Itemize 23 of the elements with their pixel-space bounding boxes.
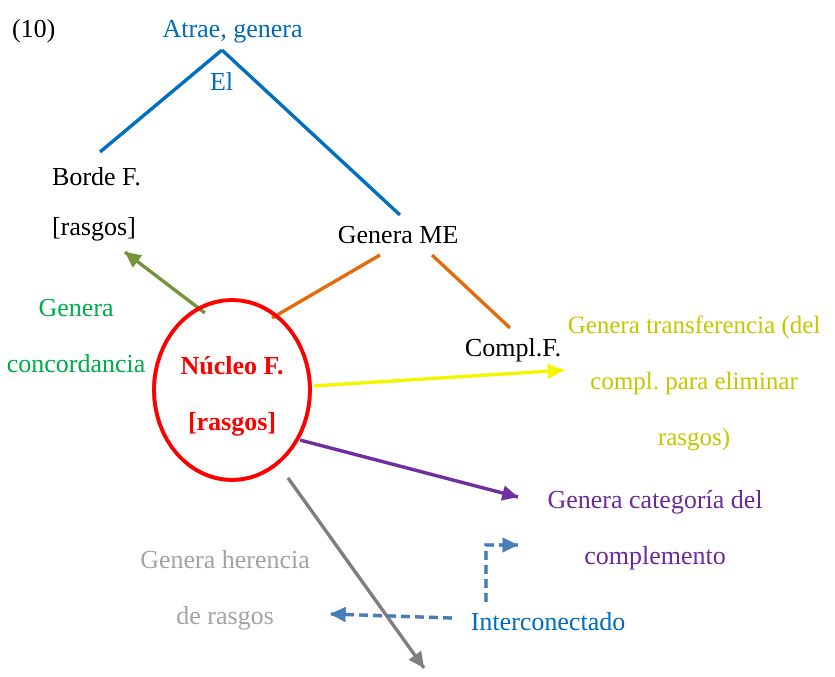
feature-text: [rasgos] — [52, 211, 137, 243]
tree-branch — [271, 253, 381, 320]
tree-branch — [98, 48, 224, 154]
node-text: Genera herencia de rasgos — [130, 532, 320, 644]
node-heading: Núcleo F. — [179, 350, 285, 382]
ellipse-node — [152, 298, 312, 482]
arrow — [314, 363, 564, 388]
node-text: Interconectado — [452, 602, 644, 642]
node-annotation: El — [210, 66, 234, 98]
tree-branch — [430, 254, 512, 330]
arrow — [124, 250, 206, 314]
node-heading: Borde F. — [52, 161, 142, 193]
node-text: Genera categoría del complemento — [520, 472, 790, 584]
node-text: Atrae, genera — [140, 8, 325, 50]
arrow — [484, 537, 518, 602]
node-text: Genera transferencia (del compl. para eliminar rasgos) — [566, 298, 822, 466]
node-text: Genera ME — [318, 215, 478, 255]
feature-text: [rasgos] — [186, 406, 278, 438]
arrow — [286, 476, 426, 670]
arrow — [330, 606, 452, 622]
tree-branch — [220, 48, 402, 216]
example-number: (10) — [12, 13, 56, 45]
arrow — [300, 438, 518, 501]
